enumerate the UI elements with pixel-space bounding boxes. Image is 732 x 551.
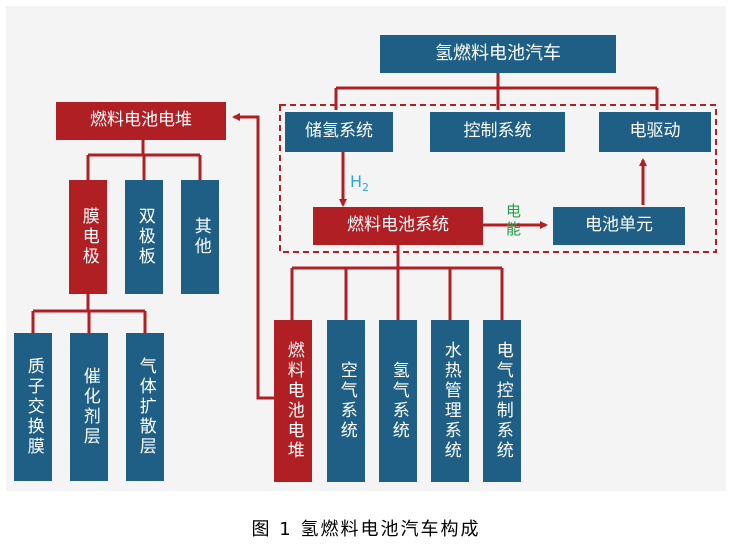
- storage-system-box: 储氢系统: [285, 112, 393, 152]
- membrane-part-gdl: 气体扩散层: [126, 333, 164, 481]
- fc-system-box: 燃料电池系统: [313, 207, 483, 245]
- electric-energy-label: 电能: [506, 202, 522, 238]
- stack-component-other: 其他: [181, 180, 219, 294]
- fc-component-electrical: 电气控制系统: [483, 320, 521, 482]
- membrane-part-catalyst: 催化剂层: [70, 333, 108, 481]
- fc-components-lines: [290, 245, 504, 320]
- fc-component-thermal: 水热管理系统: [431, 320, 469, 482]
- stack-components-lines: [86, 140, 202, 180]
- stack-feedback-arrow: [232, 113, 274, 400]
- stack-component-bipolar-plate: 双极板: [125, 180, 163, 294]
- fc-component-stack: 燃料电池电堆: [274, 320, 312, 482]
- figure-caption: 图 1 氢燃料电池汽车构成: [251, 519, 481, 540]
- membrane-part-pem: 质子交换膜: [14, 333, 52, 481]
- electric-drive-box: 电驱动: [599, 112, 711, 152]
- stack-title-box: 燃料电池电堆: [56, 102, 226, 140]
- membrane-parts-lines: [31, 294, 147, 333]
- subsystem-dashed-boundary: [279, 104, 717, 253]
- h2-label: H2: [350, 172, 370, 195]
- control-system-box: 控制系统: [430, 112, 565, 152]
- stack-component-membrane: 膜电极: [69, 180, 107, 294]
- battery-unit-box: 电池单元: [553, 207, 685, 245]
- fc-component-air: 空气系统: [327, 320, 365, 482]
- fc-component-hydrogen: 氢气系统: [379, 320, 417, 482]
- vehicle-title: 氢燃料电池汽车: [435, 42, 561, 64]
- top-trunk-line: [334, 73, 659, 110]
- vehicle-title-box: 氢燃料电池汽车: [380, 35, 616, 73]
